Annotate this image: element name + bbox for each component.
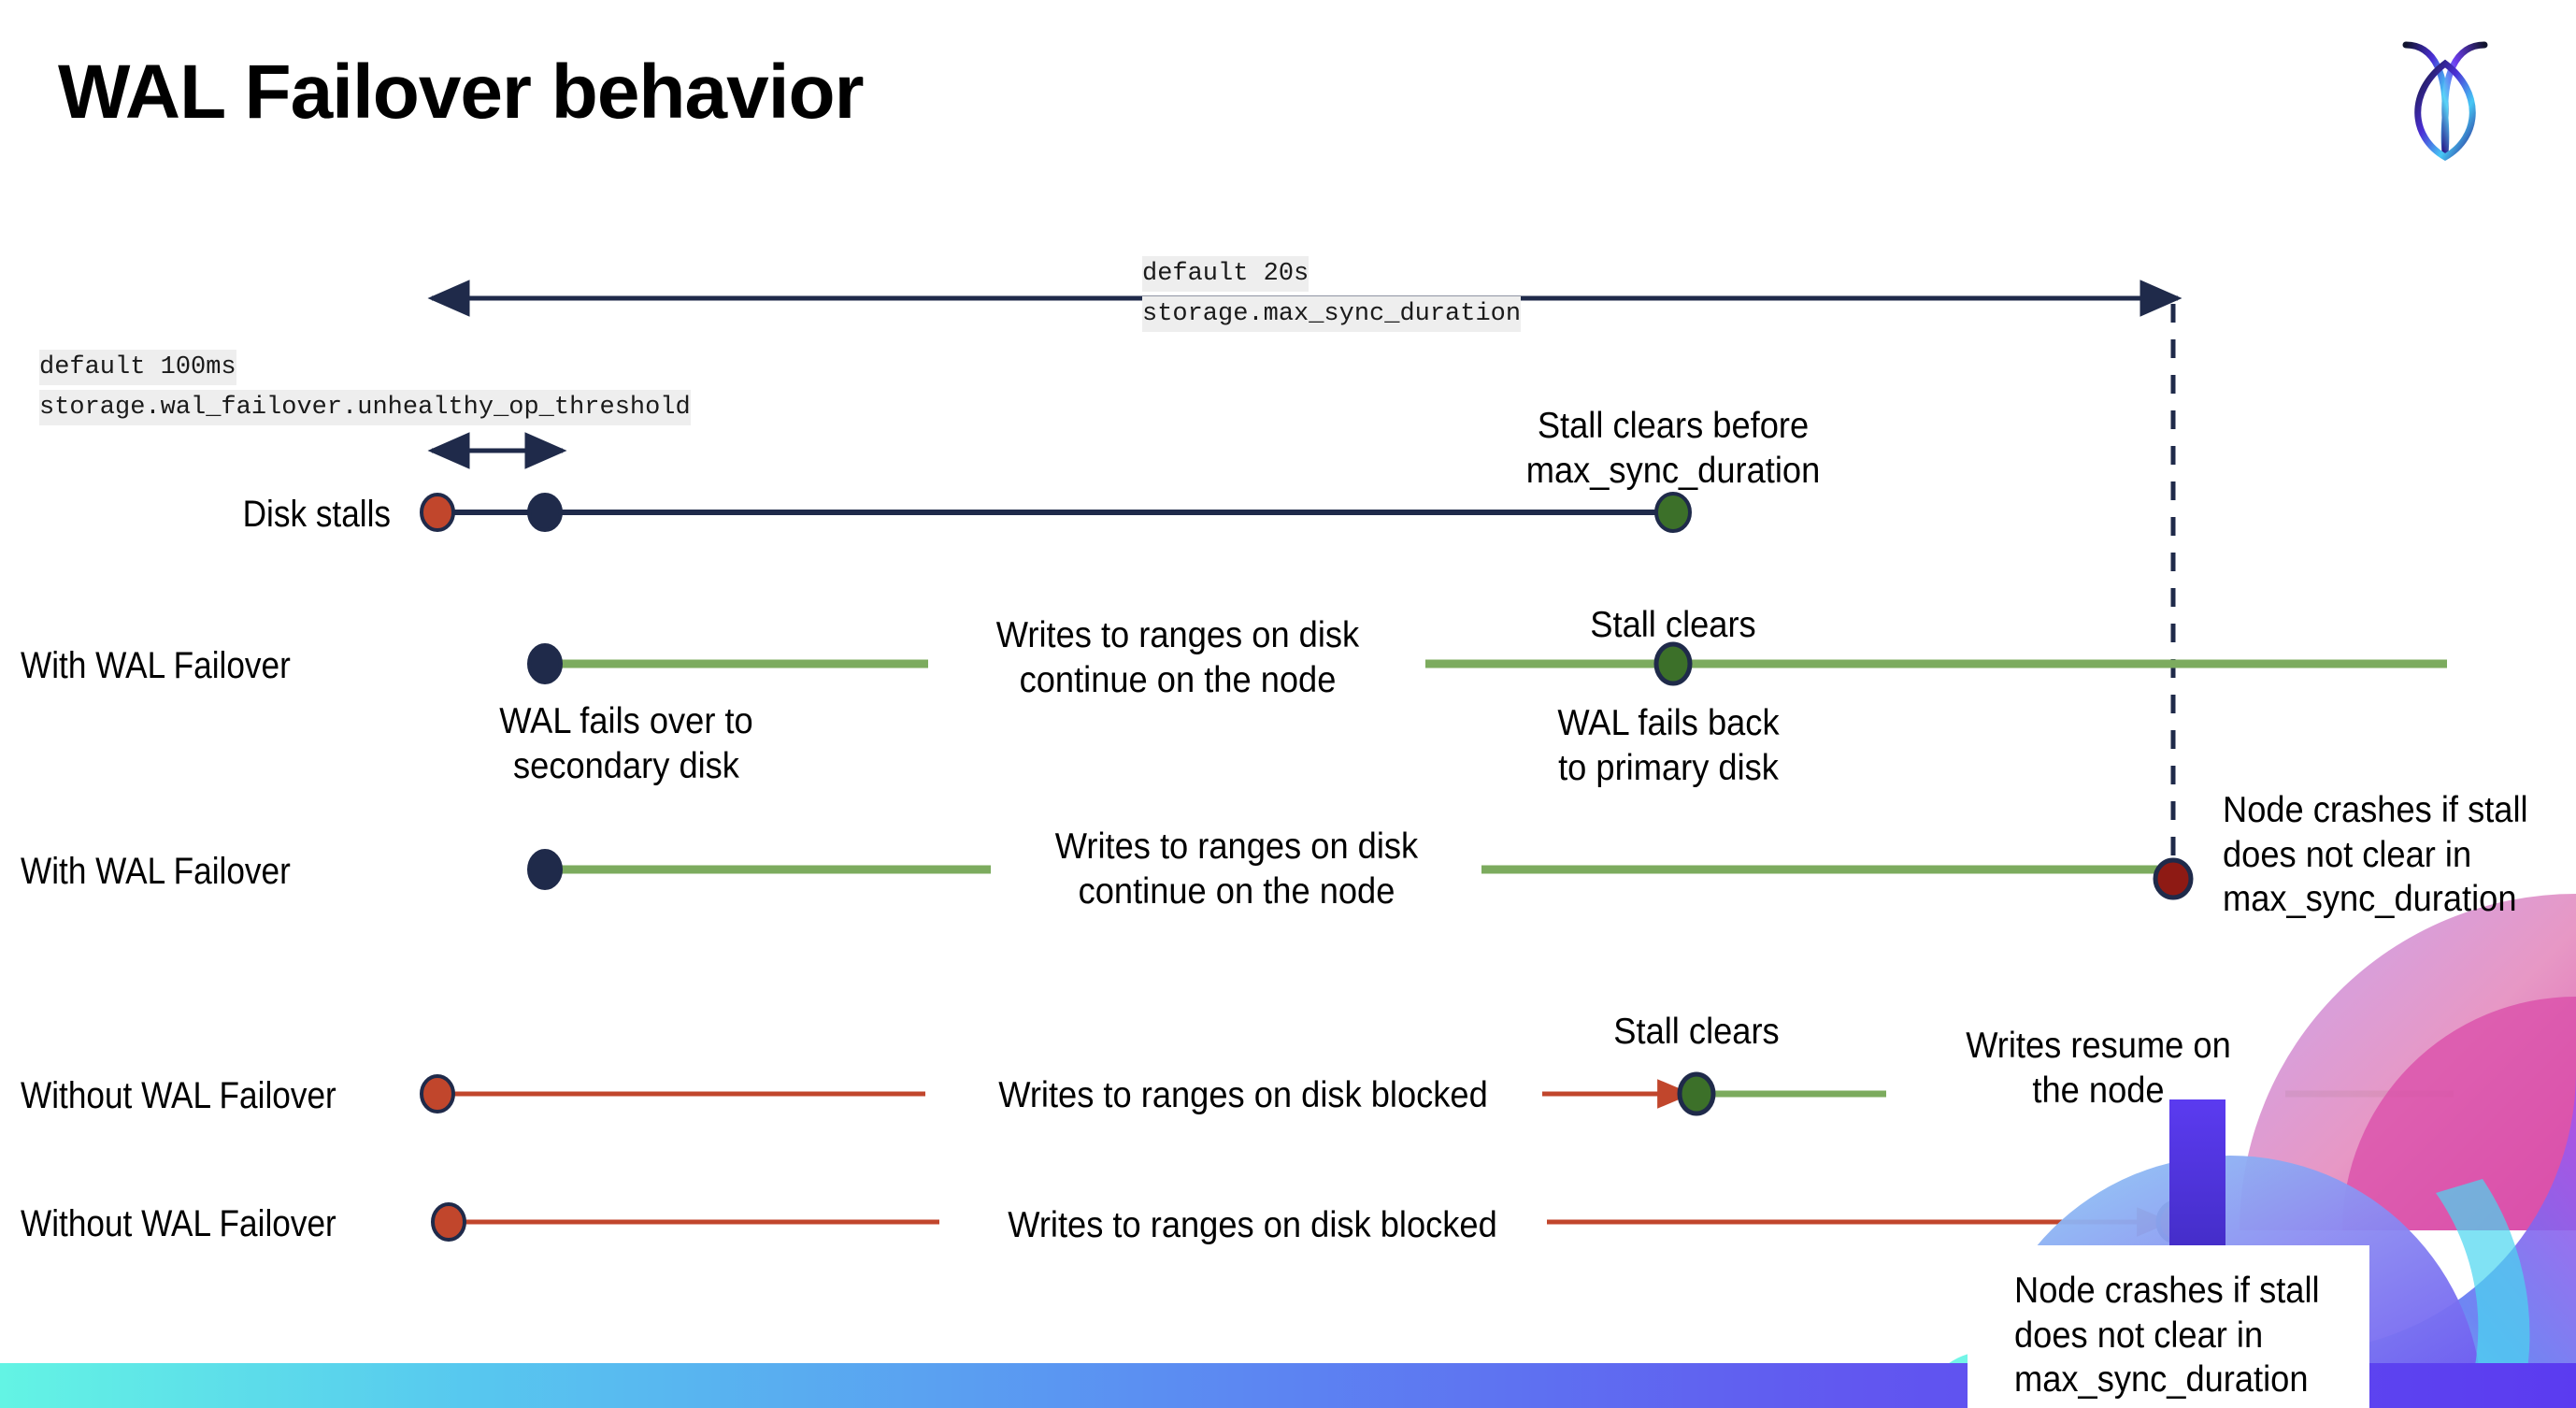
wal-failover-1-clear-dot <box>1653 641 1693 686</box>
row-label-disk-stalls: Disk stalls <box>242 494 392 535</box>
unhealthy-op-threshold-default: default 100ms <box>39 350 236 386</box>
max-sync-duration-default: default 20s <box>1142 256 1309 293</box>
annotation-wal-fails-over: WAL fails over to secondary disk <box>444 699 809 788</box>
annotation-line: does not clear in <box>2014 1315 2264 1356</box>
annotation-line: Writes to ranges on disk <box>995 615 1360 655</box>
annotation-wal-fails-back: WAL fails back to primary disk <box>1516 701 1821 790</box>
without-wal-2-crash-dot <box>2155 1200 2197 1244</box>
annotation-line: secondary disk <box>513 745 739 786</box>
annotation-line: Writes to ranges on disk blocked <box>1008 1205 1497 1245</box>
annotation-line: max_sync_duration <box>1525 450 1821 491</box>
without-wal-1-clear-dot <box>1677 1071 1716 1116</box>
without-wal-1-start-dot <box>420 1074 455 1113</box>
annotation-line: continue on the node <box>1078 870 1395 912</box>
disk-stalls-start-dot <box>420 493 455 532</box>
annotation-stall-clears-1: Stall clears <box>1543 603 1804 648</box>
unhealthy-op-threshold-setting: storage.wal_failover.unhealthy_op_thresh… <box>39 390 691 426</box>
wal-failover-2-failover-dot <box>527 849 563 890</box>
annotation-line: Stall clears before <box>1537 406 1810 446</box>
annotation-line: WAL fails back <box>1557 703 1780 743</box>
annotation-stall-clears-before: Stall clears before max_sync_duration <box>1508 404 1838 493</box>
annotation-line: WAL fails over to <box>499 701 753 741</box>
annotation-stall-clears-2: Stall clears <box>1567 1010 1827 1055</box>
annotation-writes-resume: Writes resume on the node <box>1929 1024 2268 1113</box>
row-label-with-wal-failover-1: With WAL Failover <box>21 645 291 686</box>
annotation-line: Writes to ranges on disk blocked <box>998 1075 1488 1115</box>
page-title: WAL Failover behavior <box>58 50 865 135</box>
annotation-line: max_sync_duration <box>2014 1359 2309 1401</box>
row-label-without-wal-failover-1: Without WAL Failover <box>21 1075 336 1116</box>
annotation-writes-continue-2: Writes to ranges on disk continue on the… <box>1015 825 1458 913</box>
wal-failover-1-failover-dot <box>527 643 563 684</box>
annotation-line: the node <box>2032 1070 2165 1111</box>
bottom-callout-panel <box>1968 1245 2369 1408</box>
annotation-line: does not clear in <box>2223 834 2472 875</box>
annotation-node-crashes-2: Node crashes if stall does not clear in … <box>2014 1269 2354 1402</box>
annotation-line: to primary disk <box>1558 747 1779 788</box>
max-sync-duration-setting: storage.max_sync_duration <box>1142 296 1522 333</box>
annotation-line: max_sync_duration <box>2223 879 2517 920</box>
cockroachdb-logo <box>2389 26 2501 176</box>
row-label-without-wal-failover-2: Without WAL Failover <box>21 1203 336 1244</box>
row-label-with-wal-failover-2: With WAL Failover <box>21 851 291 892</box>
annotation-writes-continue-1: Writes to ranges on disk continue on the… <box>956 613 1399 702</box>
annotation-writes-blocked-2: Writes to ranges on disk blocked <box>966 1203 1539 1248</box>
annotation-line: Stall clears <box>1590 605 1756 645</box>
without-wal-2-start-dot <box>431 1202 466 1242</box>
annotation-line: continue on the node <box>1019 659 1337 700</box>
annotation-writes-blocked-1: Writes to ranges on disk blocked <box>956 1073 1530 1118</box>
disk-stalls-threshold-dot <box>527 493 563 532</box>
annotation-node-crashes-1: Node crashes if stall does not clear in … <box>2223 788 2553 922</box>
disk-stalls-clear-dot <box>1654 492 1692 533</box>
annotation-line: Node crashes if stall <box>2223 790 2528 830</box>
wal-failover-2-crash-dot <box>2153 857 2194 900</box>
annotation-line: Writes to ranges on disk <box>1054 826 1419 867</box>
annotation-line: Writes resume on <box>1966 1026 2231 1066</box>
annotation-line: Node crashes if stall <box>2014 1271 2320 1311</box>
annotation-line: Stall clears <box>1613 1012 1780 1052</box>
